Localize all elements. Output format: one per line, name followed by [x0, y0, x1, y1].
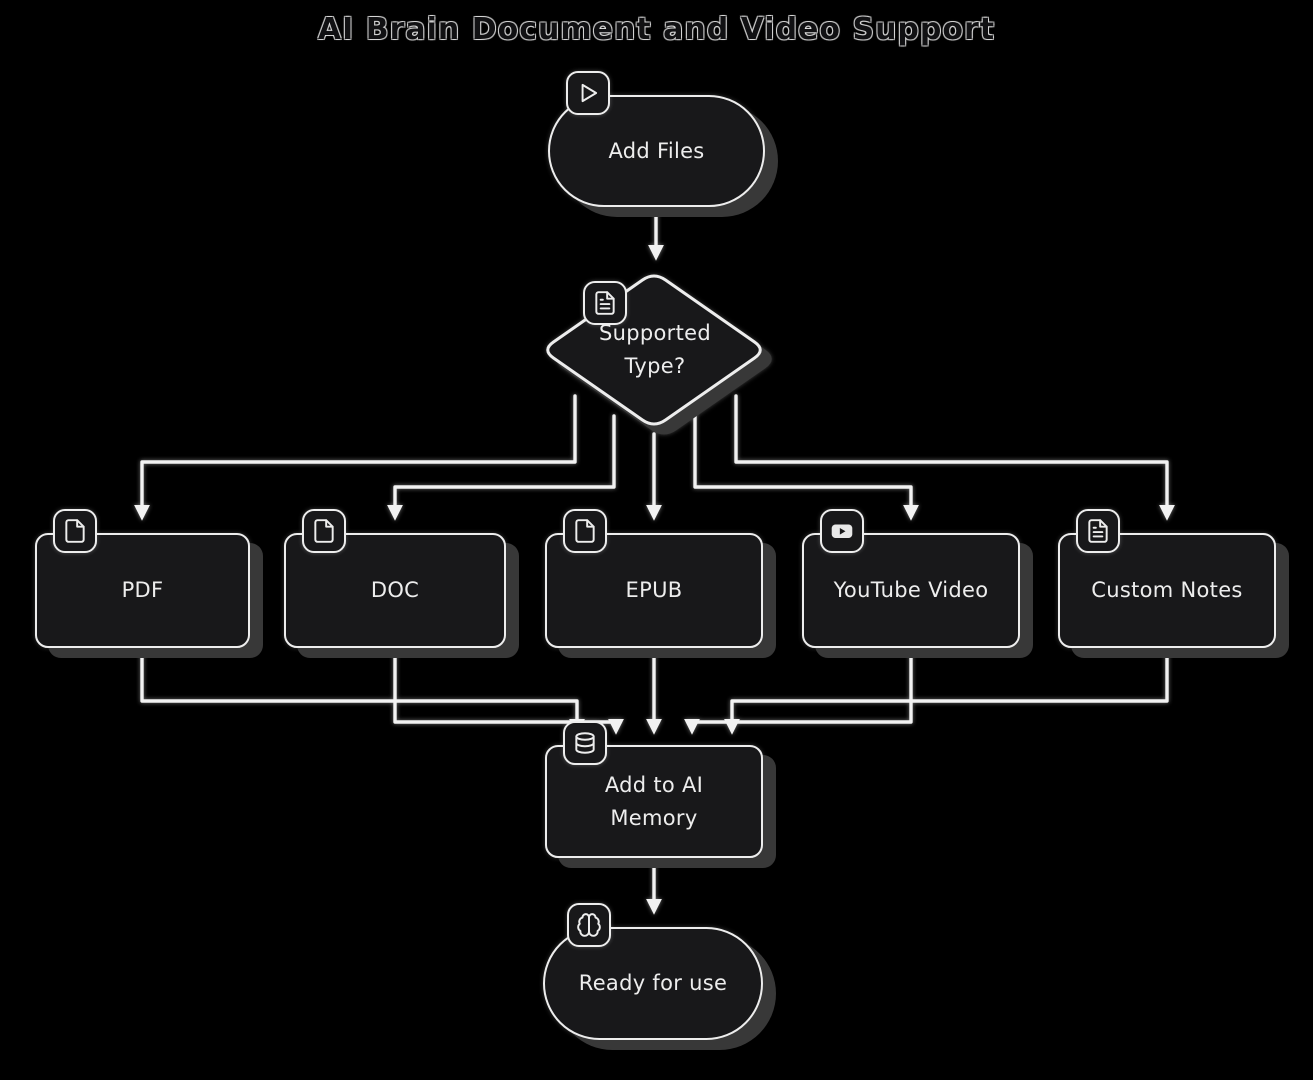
node-doc[interactable]: DOC [284, 509, 506, 648]
file-icon [302, 509, 346, 553]
file-icon [53, 509, 97, 553]
youtube-icon [820, 509, 864, 553]
node-epub[interactable]: EPUB [545, 509, 763, 648]
node-youtube-video-label: YouTube Video [833, 578, 989, 603]
node-add-files[interactable]: Add Files [548, 71, 765, 207]
file-text-icon [1076, 509, 1120, 553]
file-text-icon [583, 281, 627, 325]
diagram-title: AI Brain Document and Video Support [317, 12, 996, 47]
play-icon [566, 71, 610, 115]
node-pdf-label: PDF [121, 578, 164, 603]
node-ready-for-use[interactable]: Ready for use [543, 903, 763, 1040]
brain-icon [567, 903, 611, 947]
file-icon [563, 509, 607, 553]
node-supported-type-label: Supported Type? [599, 321, 711, 378]
node-supported-type[interactable]: Supported Type? [540, 268, 770, 432]
node-youtube-video[interactable]: YouTube Video [802, 509, 1020, 648]
node-pdf[interactable]: PDF [35, 509, 250, 648]
node-add-to-ai-memory[interactable]: Add to AI Memory [545, 721, 763, 858]
node-add-files-label: Add Files [608, 138, 705, 163]
node-custom-notes[interactable]: Custom Notes [1058, 509, 1276, 648]
node-doc-label: DOC [370, 578, 420, 603]
database-icon [563, 721, 607, 765]
node-epub-label: EPUB [625, 578, 683, 603]
node-custom-notes-label: Custom Notes [1091, 578, 1243, 603]
node-ready-for-use-label: Ready for use [578, 971, 728, 996]
node-add-to-ai-memory-label: Add to AI Memory [604, 772, 704, 830]
